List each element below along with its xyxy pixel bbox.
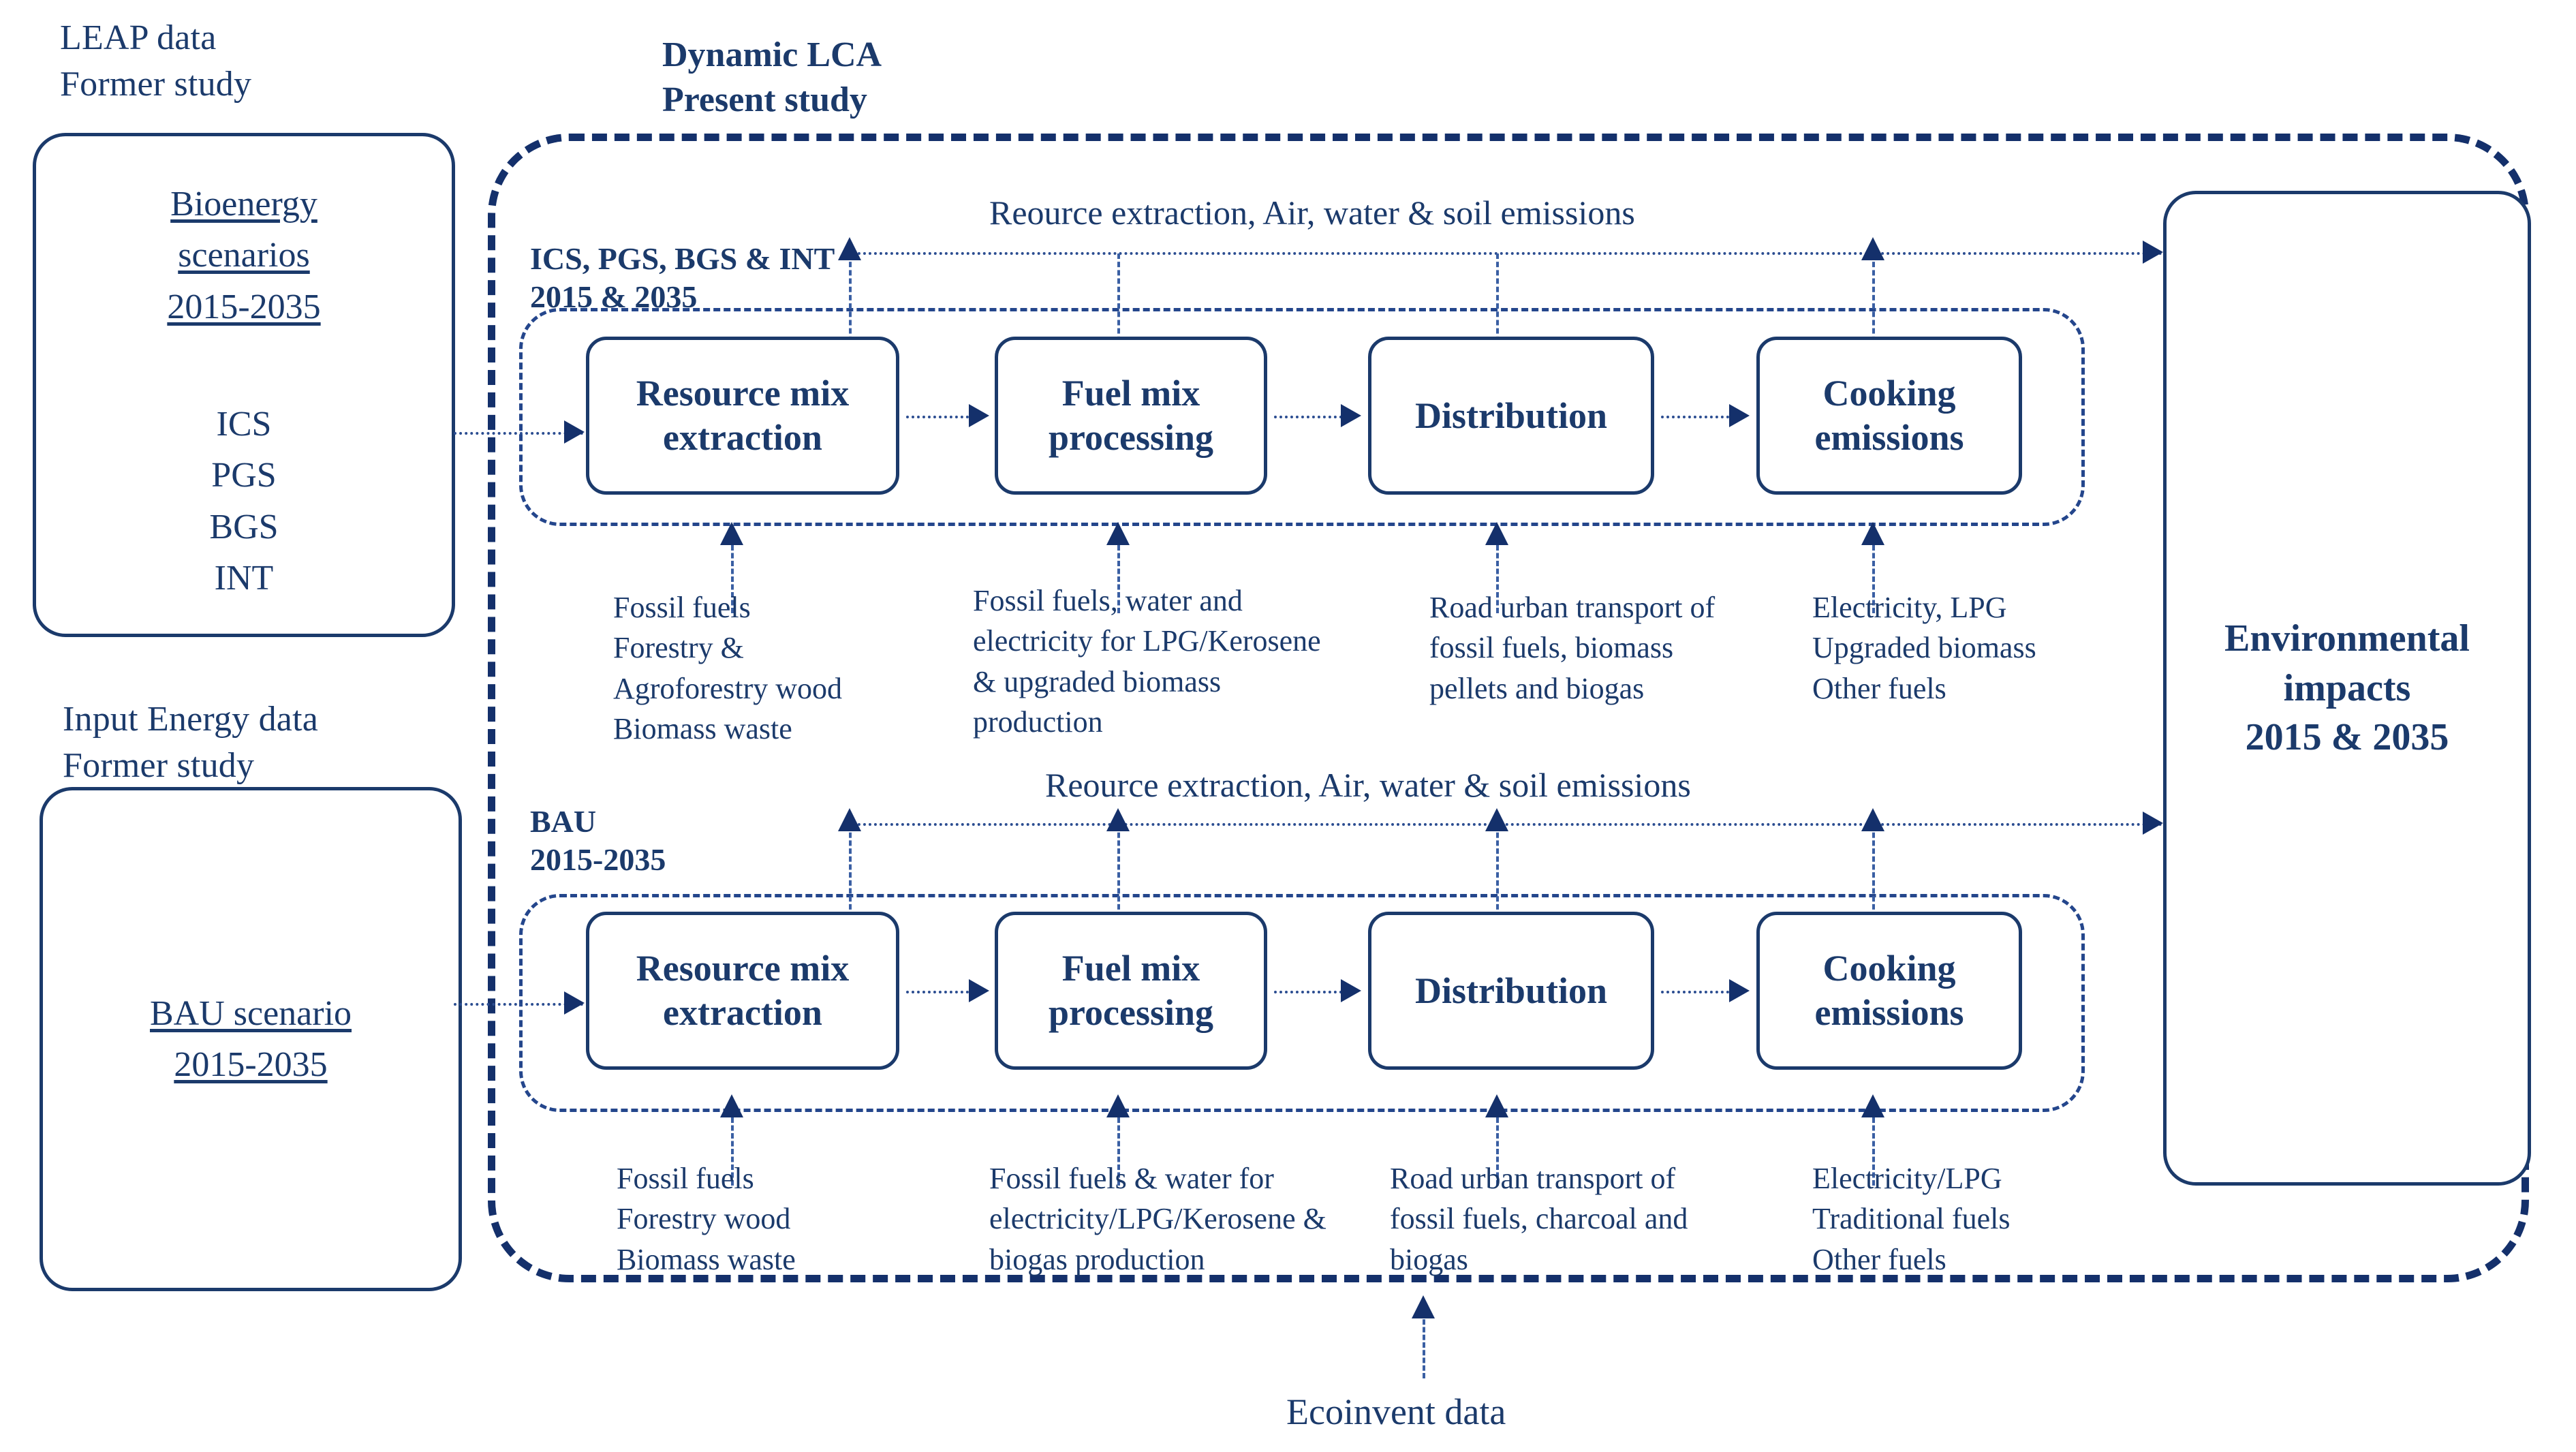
system-header-label: Dynamic LCA Present study xyxy=(662,35,882,119)
row-2-input-connector xyxy=(454,1003,583,1006)
row-1-riser-2 xyxy=(1117,253,1120,350)
row-2-link-3-4 xyxy=(1661,991,1729,993)
row-1-stage-2-label: Fuel mix processing xyxy=(1048,373,1214,458)
row-2-input-arrowhead xyxy=(564,991,585,1015)
row-2-emissions-arrowhead xyxy=(2143,812,2163,835)
row-1-stage-1-label: Resource mix extraction xyxy=(636,373,850,458)
row-1-input-arrowhead xyxy=(564,420,585,444)
row-1-note-1: Fossil fuels Forestry & Agroforestry woo… xyxy=(613,591,843,746)
row-2-riser-2-arrowhead xyxy=(1106,808,1130,831)
row-1-link-2-3 xyxy=(1274,416,1342,418)
row-2-stage-resource-mix-extraction[interactable]: Resource mix extraction xyxy=(586,912,899,1070)
row-1-emissions-arrowhead xyxy=(2143,241,2163,264)
environmental-impacts-label: Environmental impacts 2015 & 2035 xyxy=(2224,617,2470,759)
row-2-riser-1-arrowhead xyxy=(838,808,861,831)
bau-scenario-box[interactable]: BAU scenario 2015-2035 xyxy=(40,787,462,1291)
row-1-note-2: Fossil fuels, water and electricity for … xyxy=(973,584,1321,739)
scenario-item-ics: ICS xyxy=(216,405,272,444)
row-1-stage-4-label: Cooking emissions xyxy=(1814,373,1964,458)
row-1-stage-cooking-emissions[interactable]: Cooking emissions xyxy=(1756,337,2022,495)
row-1-riser-1-arrowhead xyxy=(838,237,861,260)
row-1-scenario-label: ICS, PGS, BGS & INT 2015 & 2035 xyxy=(530,241,835,315)
row-1-emissions-bus xyxy=(847,252,2163,255)
row-1-note-riser-3-arrowhead xyxy=(1485,522,1508,545)
row-1-note-4: Electricity, LPG Upgraded biomass Other … xyxy=(1812,591,2036,705)
row-1-stage-fuel-mix-processing[interactable]: Fuel mix processing xyxy=(995,337,1267,495)
row-2-riser-3 xyxy=(1496,824,1499,933)
row-2-stage-fuel-mix-processing[interactable]: Fuel mix processing xyxy=(995,912,1267,1070)
row-2-link-2-3-arrowhead xyxy=(1341,979,1361,1002)
row-2-note-riser-4-arrowhead xyxy=(1861,1094,1884,1117)
row-2-riser-2 xyxy=(1117,824,1120,933)
row-2-note-1: Fossil fuels Forestry wood Biomass waste xyxy=(617,1162,796,1276)
row-2-note-riser-4 xyxy=(1872,1117,1875,1186)
row-2-emissions-label: Reource extraction, Air, water & soil em… xyxy=(1045,766,1691,804)
row-1-link-3-4-arrowhead xyxy=(1729,404,1750,427)
row-2-scenario-label: BAU 2015-2035 xyxy=(530,804,666,878)
scenario-item-pgs: PGS xyxy=(211,456,277,495)
input-energy-data-caption: Input Energy data Former study xyxy=(63,700,318,785)
row-1-note-riser-1-arrowhead xyxy=(720,522,743,545)
row-1-riser-4-arrowhead xyxy=(1861,237,1884,260)
row-2-note-riser-2-arrowhead xyxy=(1106,1094,1130,1117)
row-1-note-riser-2-arrowhead xyxy=(1106,522,1130,545)
row-2-riser-1 xyxy=(849,824,852,933)
ecoinvent-riser xyxy=(1423,1312,1425,1378)
row-1-input-connector xyxy=(454,432,583,435)
row-2-note-riser-1-arrowhead xyxy=(720,1094,743,1117)
row-2-link-2-3 xyxy=(1274,991,1342,993)
row-2-link-1-2-arrowhead xyxy=(969,979,989,1002)
ecoinvent-arrowhead xyxy=(1412,1295,1435,1318)
row-2-note-riser-2 xyxy=(1117,1117,1120,1186)
ecoinvent-data-label: Ecoinvent data xyxy=(1286,1391,1506,1432)
row-2-note-2: Fossil fuels & water for electricity/LPG… xyxy=(989,1162,1326,1276)
row-1-riser-3 xyxy=(1496,253,1499,350)
row-2-stage-1-label: Resource mix extraction xyxy=(636,948,850,1033)
row-2-note-4: Electricity/LPG Traditional fuels Other … xyxy=(1812,1162,2011,1276)
row-2-note-riser-3 xyxy=(1496,1117,1499,1186)
row-1-link-1-2 xyxy=(906,416,974,418)
row-2-riser-4 xyxy=(1872,824,1875,933)
row-2-stage-2-label: Fuel mix processing xyxy=(1048,948,1214,1033)
row-2-riser-3-arrowhead xyxy=(1485,808,1508,831)
row-1-subsystem-boundary xyxy=(519,308,2085,526)
bioenergy-scenarios-box[interactable]: Bioenergy scenarios 2015-2035 ICS PGS BG… xyxy=(33,133,455,637)
scenario-item-bgs: BGS xyxy=(209,507,279,546)
row-2-stage-3-label: Distribution xyxy=(1414,970,1608,1011)
row-1-link-2-3-arrowhead xyxy=(1341,404,1361,427)
row-1-emissions-label: Reource extraction, Air, water & soil em… xyxy=(989,194,1635,232)
row-2-stage-distribution[interactable]: Distribution xyxy=(1368,912,1654,1070)
row-2-note-riser-1 xyxy=(731,1117,734,1186)
row-2-link-1-2 xyxy=(906,991,974,993)
row-2-note-riser-3-arrowhead xyxy=(1485,1094,1508,1117)
row-2-link-3-4-arrowhead xyxy=(1729,979,1750,1002)
bioenergy-scenarios-items: ICS PGS BGS INT xyxy=(36,399,452,604)
row-2-stage-cooking-emissions[interactable]: Cooking emissions xyxy=(1756,912,2022,1070)
row-1-note-riser-3 xyxy=(1496,545,1499,613)
row-2-stage-4-label: Cooking emissions xyxy=(1814,948,1964,1033)
row-2-note-3: Road urban transport of fossil fuels, ch… xyxy=(1390,1162,1688,1276)
bau-scenario-title: BAU scenario 2015-2035 xyxy=(149,994,352,1085)
bioenergy-scenarios-title: Bioenergy scenarios 2015-2035 xyxy=(167,185,321,326)
row-1-link-1-2-arrowhead xyxy=(969,404,989,427)
row-1-riser-1 xyxy=(849,253,852,350)
scenario-item-int: INT xyxy=(214,559,274,598)
environmental-impacts-box[interactable]: Environmental impacts 2015 & 2035 xyxy=(2163,191,2531,1186)
leap-data-caption: LEAP data Former study xyxy=(60,18,252,104)
row-1-note-riser-4-arrowhead xyxy=(1861,522,1884,545)
row-1-note-riser-1 xyxy=(731,545,734,613)
row-1-note-3: Road urban transport of fossil fuels, bi… xyxy=(1429,591,1716,705)
row-1-link-3-4 xyxy=(1661,416,1729,418)
row-1-stage-distribution[interactable]: Distribution xyxy=(1368,337,1654,495)
row-2-riser-4-arrowhead xyxy=(1861,808,1884,831)
row-1-stage-resource-mix-extraction[interactable]: Resource mix extraction xyxy=(586,337,899,495)
row-1-note-riser-2 xyxy=(1117,545,1120,613)
row-1-stage-3-label: Distribution xyxy=(1414,395,1608,436)
row-1-riser-4 xyxy=(1872,253,1875,350)
row-1-note-riser-4 xyxy=(1872,545,1875,613)
